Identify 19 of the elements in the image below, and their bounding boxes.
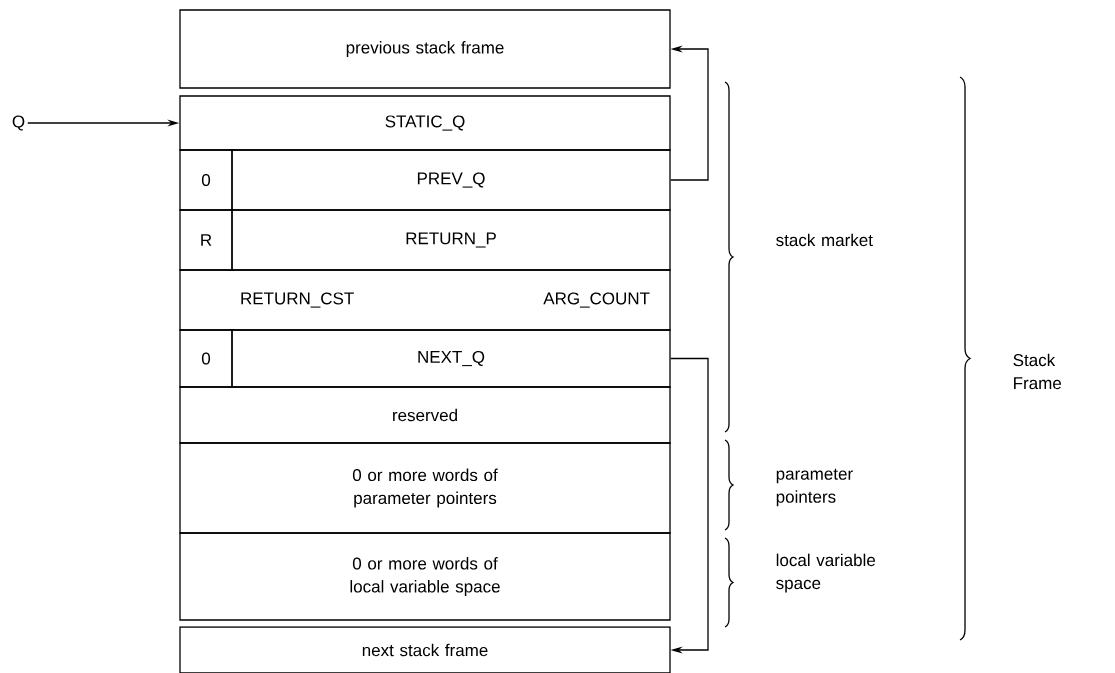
memory-cell: next stack frame <box>179 626 671 673</box>
memory-cell: STATIC_Q <box>179 95 671 151</box>
memory-cell: RETURN_CST ARG_COUNT <box>179 269 671 331</box>
bracket-label: local variable space <box>776 553 876 593</box>
memory-cell: RETURN_P <box>231 209 671 271</box>
bracket-label: stack market <box>776 233 873 247</box>
bracket-label: parameter pointers <box>776 468 853 507</box>
pointer-label: Q <box>12 115 25 131</box>
memory-cell: 0 <box>179 149 233 211</box>
memory-cell: 0 or more words of local variable space <box>179 532 671 621</box>
memory-cell: 0 <box>179 329 233 388</box>
memory-cell: PREV_Q <box>231 149 671 211</box>
memory-cell: 0 or more words of parameter pointers <box>179 442 671 534</box>
bracket-label: Stack Frame <box>1013 353 1062 390</box>
memory-cell: previous stack frame <box>179 9 671 89</box>
arrow <box>670 357 709 654</box>
memory-cell: NEXT_Q <box>231 329 671 388</box>
memory-cell: reserved <box>179 386 671 444</box>
memory-cell: R <box>179 209 233 271</box>
